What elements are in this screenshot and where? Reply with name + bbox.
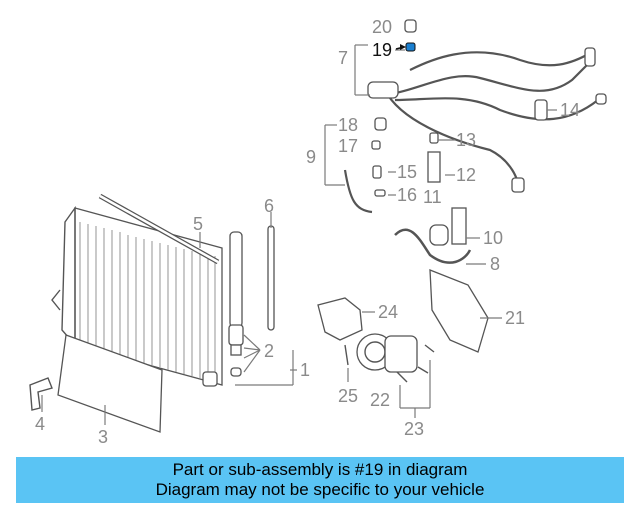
callout-19: 19 [372,40,392,60]
bracket-4 [29,377,53,411]
callout-8: 8 [490,254,500,274]
callout-20: 20 [372,17,392,37]
compressor [356,333,418,373]
seal-strip-5 [98,193,220,265]
callout-24: 24 [378,302,398,322]
callout-7: 7 [338,48,348,68]
bolts [344,344,435,383]
callout-12: 12 [456,165,476,185]
ac-lines [343,47,607,264]
callout-labels: 1 2 3 4 5 6 7 8 9 10 11 12 13 14 15 16 1… [35,17,580,447]
callout-15: 15 [397,162,417,182]
callout-6: 6 [264,196,274,216]
callout-22: 22 [370,390,390,410]
highlight-arrow [395,44,406,50]
callout-17: 17 [338,136,358,156]
condenser-assembly [51,205,223,387]
callout-11: 11 [423,187,442,207]
callout-25: 25 [338,386,358,406]
callout-10: 10 [483,228,503,248]
banner-line-2: Diagram may not be specific to your vehi… [155,480,485,499]
callout-3: 3 [98,427,108,447]
callout-5: 5 [193,214,203,234]
callout-23: 23 [404,419,424,439]
fittings [371,19,548,246]
rod-6 [267,225,275,331]
callout-21: 21 [505,308,525,328]
pad-3 [57,334,163,433]
callout-14: 14 [560,100,580,120]
leader-lines [41,44,557,425]
bracket-24 [317,297,363,341]
shield-21 [429,269,489,353]
callout-2: 2 [264,341,274,361]
callout-18: 18 [338,115,358,135]
callout-4: 4 [35,414,45,434]
banner-line-1: Part or sub-assembly is #19 in diagram [172,460,468,479]
receiver-drier-2 [228,231,244,377]
callout-13: 13 [456,130,476,150]
callout-16: 16 [397,185,417,205]
callout-1: 1 [300,360,310,380]
info-banner: Part or sub-assembly is #19 in diagram D… [16,457,624,503]
parts-diagram: 1 2 3 4 5 6 7 8 9 10 11 12 13 14 15 16 1… [29,17,607,447]
callout-9: 9 [306,147,316,167]
